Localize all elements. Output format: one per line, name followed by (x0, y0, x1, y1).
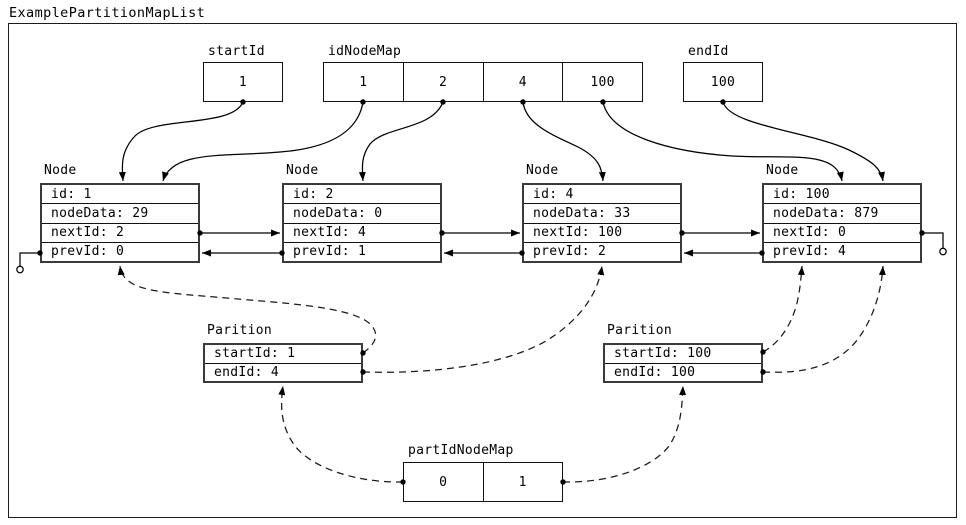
node-field: nodeData: 29 (42, 203, 198, 222)
node-field: nextId: 4 (284, 222, 440, 242)
node-label: Node (44, 163, 77, 178)
startid-box: 1 (203, 62, 283, 102)
partition-field: endId: 100 (605, 362, 761, 382)
partition-label: Parition (607, 323, 673, 338)
node-field: id: 2 (293, 186, 334, 202)
partition-field: endId: 4 (205, 362, 361, 382)
node-field: prevId: 4 (764, 241, 920, 261)
node-field: nextId: 100 (524, 222, 680, 242)
node-record-2: id: 2 nodeData: 0 nextId: 4 prevId: 1 (282, 183, 442, 263)
node-field: prevId: 0 (42, 241, 198, 261)
startid-label: startId (208, 44, 265, 59)
idnodemap-cell: 2 (402, 63, 483, 101)
partition-record-2: startId: 100 endId: 100 (603, 343, 763, 383)
node-field: nextId: 0 (764, 222, 920, 242)
partidnodemap-box: 0 1 (403, 462, 563, 502)
diagram-frame (8, 23, 957, 518)
node-field: nextId: 2 (42, 222, 198, 242)
partidnodemap-cell: 0 (439, 474, 448, 490)
idnodemap-label: idNodeMap (328, 44, 402, 59)
idnodemap-box: 1 2 4 100 (323, 62, 643, 102)
partidnodemap-cell: 1 (482, 463, 563, 501)
idnodemap-cell: 4 (482, 63, 563, 101)
partidnodemap-label: partIdNodeMap (408, 443, 514, 458)
node-field: id: 1 (51, 186, 92, 202)
endid-value: 100 (710, 74, 736, 90)
node-field: prevId: 1 (284, 241, 440, 261)
endid-label: endId (688, 44, 729, 59)
node-label: Node (766, 163, 799, 178)
node-record-3: id: 4 nodeData: 33 nextId: 100 prevId: 2 (522, 183, 682, 263)
node-field: nodeData: 879 (764, 203, 920, 222)
partition-field: startId: 100 (614, 346, 712, 362)
endid-box: 100 (683, 62, 763, 102)
partition-record-1: startId: 1 endId: 4 (203, 343, 363, 383)
diagram-title: ExamplePartitionMapList (9, 5, 206, 21)
node-record-1: id: 1 nodeData: 29 nextId: 2 prevId: 0 (40, 183, 200, 263)
node-field: nodeData: 0 (284, 203, 440, 222)
node-label: Node (526, 163, 559, 178)
node-field: prevId: 2 (524, 241, 680, 261)
idnodemap-cell: 1 (359, 74, 368, 90)
node-field: id: 4 (533, 186, 574, 202)
node-field: id: 100 (773, 186, 830, 202)
node-label: Node (286, 163, 319, 178)
idnodemap-cell: 100 (562, 63, 642, 101)
partition-field: startId: 1 (214, 346, 296, 362)
partition-label: Parition (207, 323, 273, 338)
node-record-4: id: 100 nodeData: 879 nextId: 0 prevId: … (762, 183, 922, 263)
node-field: nodeData: 33 (524, 203, 680, 222)
startid-value: 1 (238, 74, 248, 90)
